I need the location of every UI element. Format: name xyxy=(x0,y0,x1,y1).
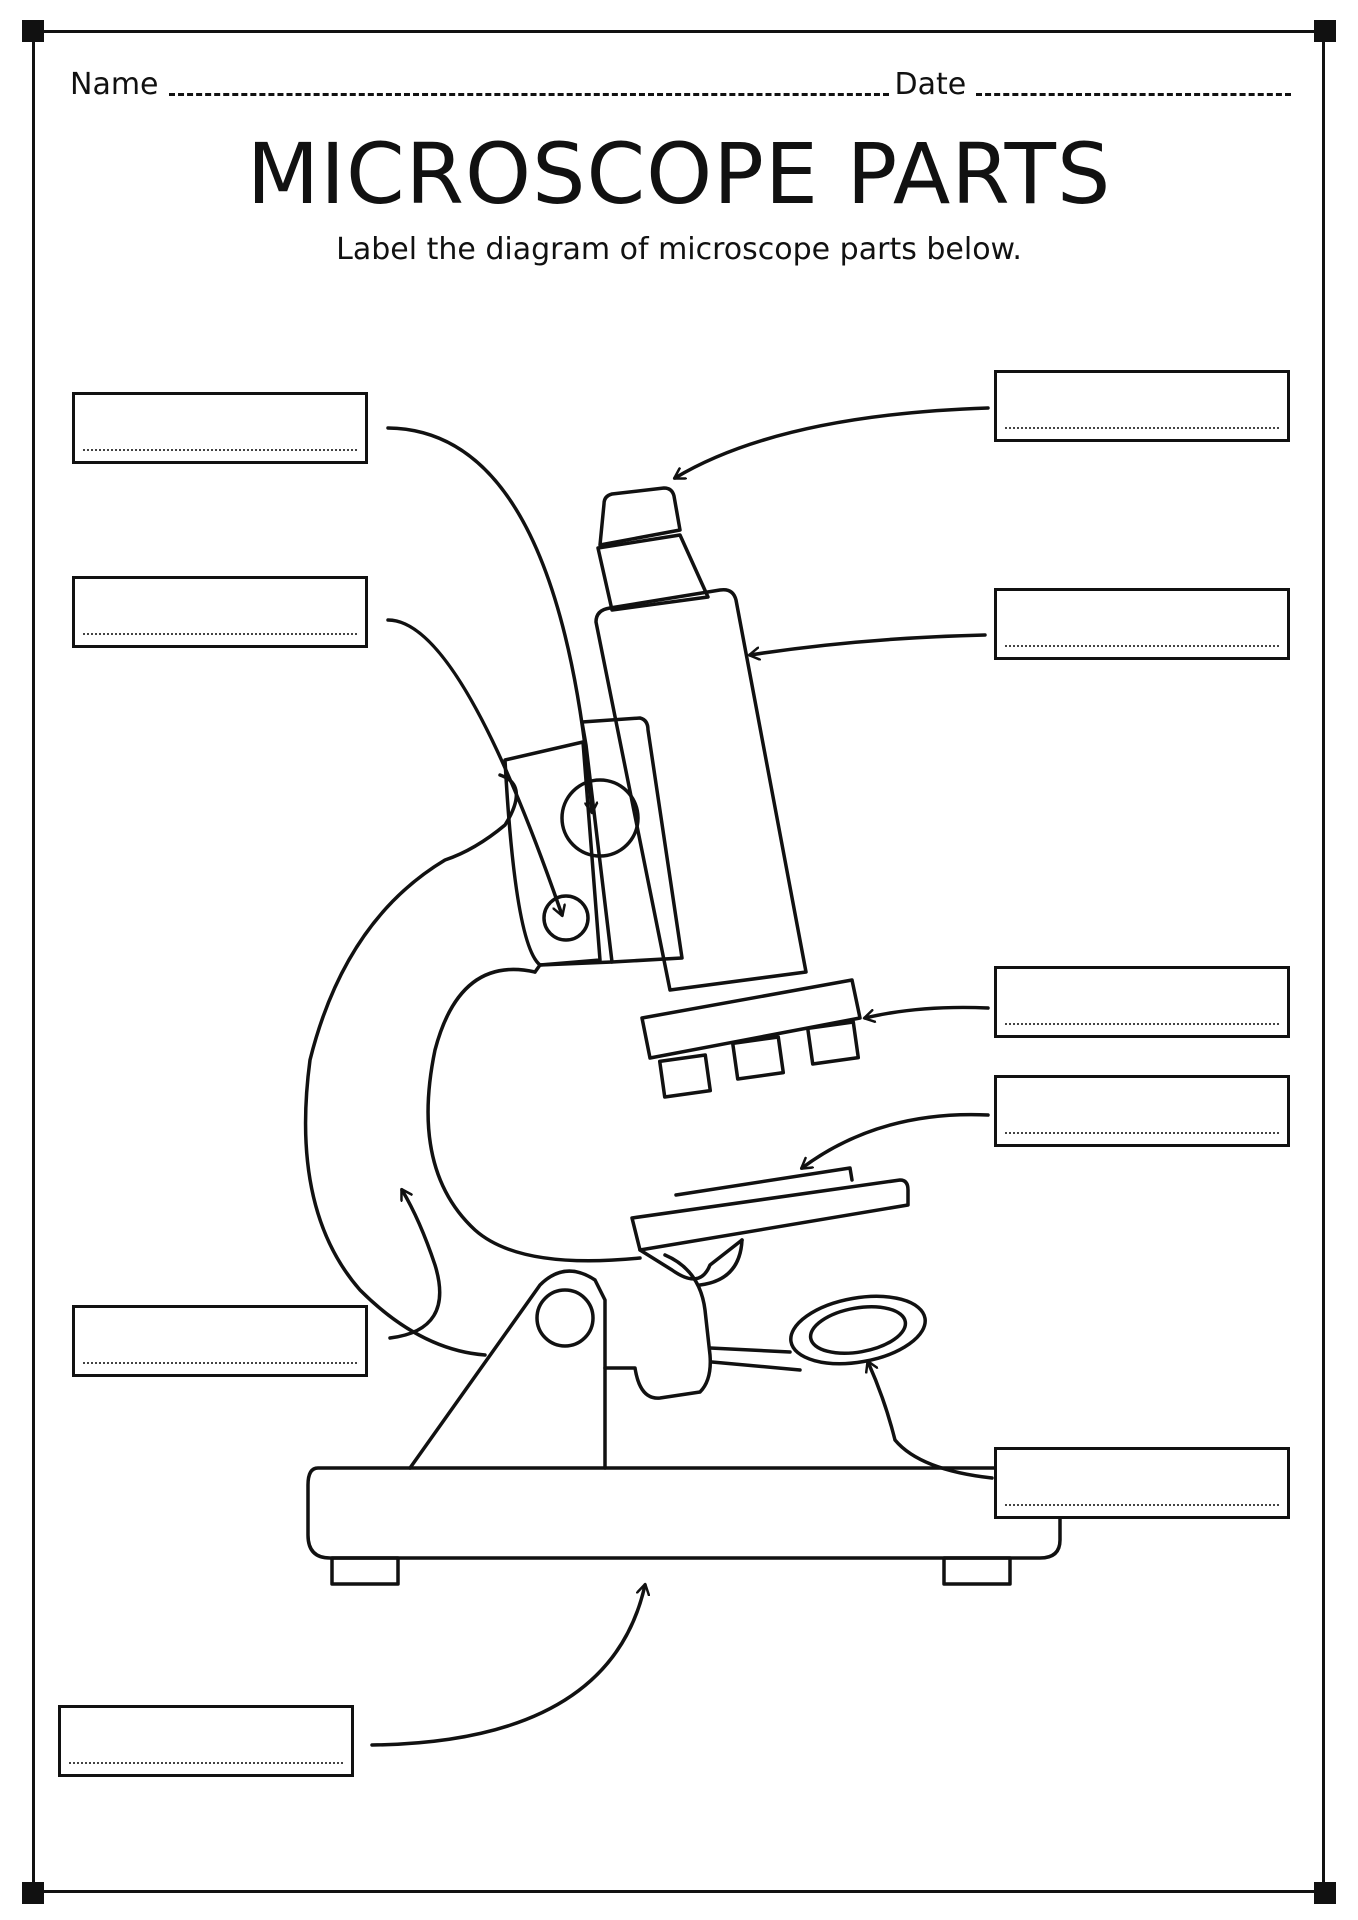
name-blank[interactable] xyxy=(168,93,889,96)
leader-objectives xyxy=(865,1005,990,1018)
mirror-arm xyxy=(708,1346,802,1372)
writing-line xyxy=(1005,1023,1279,1025)
corner-mark xyxy=(1314,1882,1336,1904)
tube-holder xyxy=(580,716,684,964)
objective-1 xyxy=(657,1053,713,1099)
writing-line xyxy=(1005,645,1279,647)
leader-fine-focus xyxy=(386,618,562,915)
label-box-base[interactable] xyxy=(58,1705,354,1777)
leader-eyepiece xyxy=(675,406,990,478)
mirror-inner xyxy=(808,1305,908,1355)
writing-line xyxy=(83,1362,357,1364)
eyepiece-upper xyxy=(598,486,682,547)
eyepiece-lower xyxy=(596,533,710,612)
name-label: Name xyxy=(70,67,159,102)
leader-body-tube xyxy=(750,633,987,655)
writing-line xyxy=(69,1762,343,1764)
base-foot-left xyxy=(330,1556,400,1586)
label-box-eyepiece[interactable] xyxy=(994,370,1290,442)
base-shape xyxy=(306,1466,1062,1560)
pivot-knob xyxy=(535,1288,595,1348)
label-box-stage[interactable] xyxy=(994,1075,1290,1147)
writing-line xyxy=(1005,427,1279,429)
corner-mark xyxy=(22,1882,44,1904)
header-row: Name Date xyxy=(70,62,1295,102)
instructions: Label the diagram of microscope parts be… xyxy=(336,232,1022,267)
label-box-fine-focus[interactable] xyxy=(72,576,368,648)
writing-line xyxy=(83,449,357,451)
arm-inner xyxy=(426,967,642,1263)
leader-coarse-focus xyxy=(386,426,592,812)
arm-shape xyxy=(303,773,519,1357)
corner-mark xyxy=(1314,20,1336,42)
leader-base xyxy=(370,1585,645,1747)
stage-clips xyxy=(674,1166,854,1197)
writing-line xyxy=(1005,1504,1279,1506)
label-box-body-tube[interactable] xyxy=(994,588,1290,660)
fine-focus-knob xyxy=(542,894,590,942)
label-box-arm[interactable] xyxy=(72,1305,368,1377)
mirror-outer xyxy=(789,1294,927,1366)
nosepiece xyxy=(640,978,862,1060)
leader-mirror xyxy=(868,1362,994,1480)
objective-2 xyxy=(730,1035,786,1081)
leader-arm xyxy=(388,1190,442,1340)
label-box-mirror[interactable] xyxy=(994,1447,1290,1519)
date-label: Date xyxy=(894,67,967,102)
date-blank[interactable] xyxy=(976,93,1292,96)
page-frame xyxy=(32,30,1325,1893)
writing-line xyxy=(83,633,357,635)
label-box-objective-lenses[interactable] xyxy=(994,966,1290,1038)
stage-under-2 xyxy=(698,1238,744,1287)
coarse-focus-knob xyxy=(560,778,640,858)
corner-mark xyxy=(22,20,44,42)
body-tube xyxy=(594,587,808,992)
pillar-shape xyxy=(408,1269,607,1470)
base-foot-right xyxy=(942,1556,1012,1586)
objective-3 xyxy=(805,1020,861,1066)
stage-shape xyxy=(630,1178,910,1252)
condenser-body xyxy=(603,1253,713,1400)
label-box-coarse-focus[interactable] xyxy=(72,392,368,464)
arm-head xyxy=(503,740,602,967)
leader-stage xyxy=(802,1112,990,1168)
page-title: MICROSCOPE PARTS xyxy=(246,125,1112,223)
writing-line xyxy=(1005,1132,1279,1134)
